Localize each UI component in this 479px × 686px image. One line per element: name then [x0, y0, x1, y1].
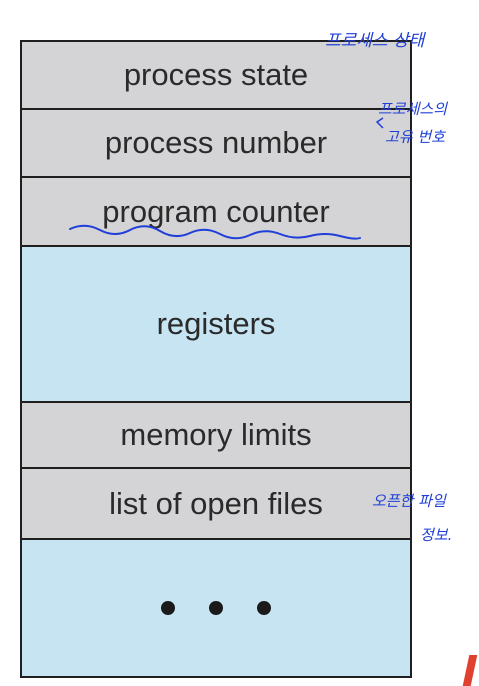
- field-label: memory limits: [120, 417, 312, 452]
- field-label: list of open files: [109, 485, 323, 521]
- dot: [257, 601, 271, 615]
- field-label: program counter: [102, 193, 330, 229]
- field-ellipsis: • • •: [22, 540, 410, 676]
- note-open-files-1: 오픈한 파일: [372, 492, 446, 510]
- field-memory-limits: memory limits: [22, 403, 410, 469]
- red-pen-mark: [462, 655, 478, 686]
- field-program-counter: program counter: [22, 178, 410, 247]
- field-label: process state: [123, 57, 309, 92]
- dot: [161, 601, 175, 615]
- field-label: process number: [104, 125, 328, 160]
- field-registers: registers: [22, 247, 410, 403]
- dot: [209, 601, 223, 615]
- field-label: registers: [156, 306, 276, 341]
- process-control-block: process state process number program cou…: [20, 40, 412, 678]
- field-open-files: list of open files: [22, 469, 410, 540]
- field-process-number: process number: [22, 110, 410, 178]
- note-process-number-2: 고유 번호: [385, 128, 445, 146]
- field-process-state: process state: [22, 42, 410, 110]
- note-process-state: 프로세스 상태: [325, 31, 425, 51]
- ellipsis-dots: [161, 601, 271, 615]
- note-process-number-1: 프로세스의: [378, 100, 448, 118]
- note-open-files-2: 정보.: [420, 526, 453, 544]
